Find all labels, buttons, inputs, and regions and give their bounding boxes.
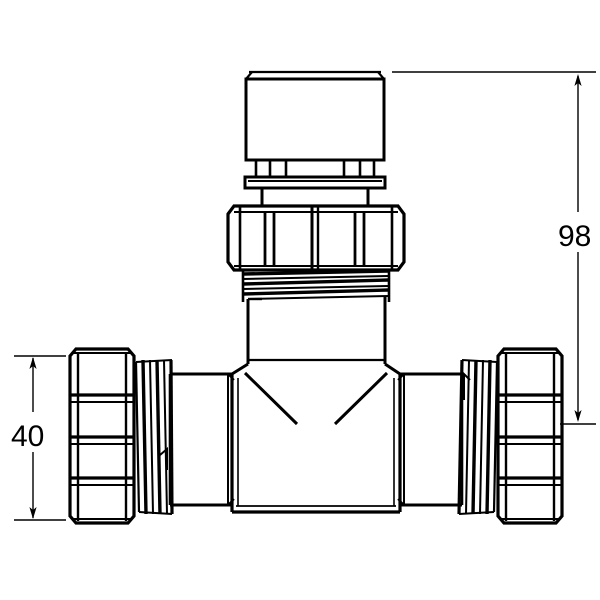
left-pipe-threads: [134, 359, 174, 515]
spacer-flange: [243, 175, 387, 190]
right-compression-nut: [496, 347, 564, 525]
tee-body: [230, 362, 402, 514]
top-cap: [244, 70, 386, 162]
dimension-label-port-diameter: 40: [11, 420, 45, 453]
dimension-98: [392, 71, 596, 425]
dimension-40: [14, 355, 66, 521]
stem-barrel: [246, 296, 387, 364]
stem-collar: [260, 188, 370, 206]
left-compression-nut: [68, 347, 136, 525]
right-pipe-threads: [457, 359, 499, 515]
cap-spacer-ribs: [254, 160, 376, 177]
threaded-stem: [241, 269, 391, 302]
internal-taper-marks: [243, 371, 389, 426]
dimension-label-overall-height: 98: [558, 220, 592, 253]
knurled-nut: [226, 204, 406, 272]
